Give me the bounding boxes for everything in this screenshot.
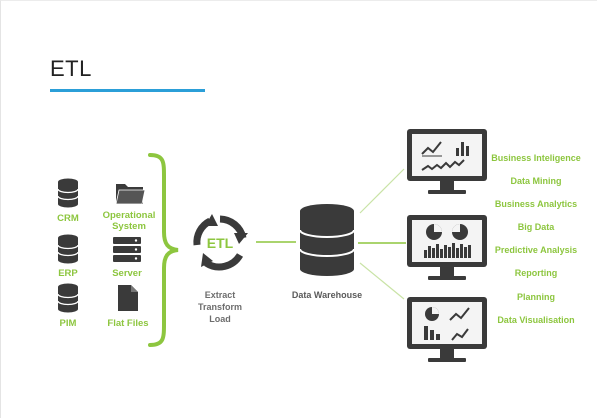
file-icon bbox=[118, 285, 138, 311]
etl-step-transform: Transform bbox=[197, 302, 242, 312]
source-label-flat-files: Flat Files bbox=[107, 318, 149, 329]
output-predictive-analysis: Predictive Analysis bbox=[494, 245, 578, 255]
slide-title: ETL bbox=[50, 56, 92, 81]
etl-to-warehouse-line bbox=[256, 241, 296, 243]
output-big-data: Big Data bbox=[517, 222, 555, 232]
etl-step-load: Load bbox=[209, 314, 231, 324]
folder-icon bbox=[115, 184, 146, 205]
output-planning: Planning bbox=[517, 292, 555, 302]
etl-steps: Extract Transform Load bbox=[188, 289, 252, 325]
etl-badge-text: ETL bbox=[206, 235, 234, 251]
output-business-analytics: Business Analytics bbox=[494, 199, 578, 209]
monitor-2-icon bbox=[407, 215, 487, 280]
pim-database-icon bbox=[57, 283, 79, 313]
curly-brace bbox=[148, 153, 179, 347]
output-data-mining: Data Mining bbox=[510, 176, 562, 186]
warehouse-database-icon bbox=[299, 204, 355, 276]
monitor-3-icon bbox=[407, 297, 487, 362]
monitor-1-icon bbox=[407, 129, 487, 194]
output-business-inteligence: Business Inteligence bbox=[491, 153, 581, 163]
warehouse-to-monitors-lines bbox=[358, 168, 406, 300]
erp-database-icon bbox=[57, 234, 79, 264]
etl-step-extract: Extract bbox=[204, 290, 236, 300]
source-label-operational-system: Operational System bbox=[102, 210, 156, 232]
output-reporting: Reporting bbox=[514, 268, 558, 278]
source-label-erp: ERP bbox=[58, 268, 78, 279]
warehouse-label: Data Warehouse bbox=[291, 290, 363, 300]
source-label-server: Server bbox=[112, 268, 142, 279]
server-icon bbox=[113, 237, 141, 262]
output-data-visualisation: Data Visualisation bbox=[497, 315, 575, 325]
etl-cycle-icon bbox=[193, 214, 248, 271]
crm-database-icon bbox=[57, 178, 79, 208]
source-label-pim: PIM bbox=[59, 318, 77, 329]
title-underline bbox=[50, 89, 205, 92]
source-label-crm: CRM bbox=[57, 213, 79, 224]
